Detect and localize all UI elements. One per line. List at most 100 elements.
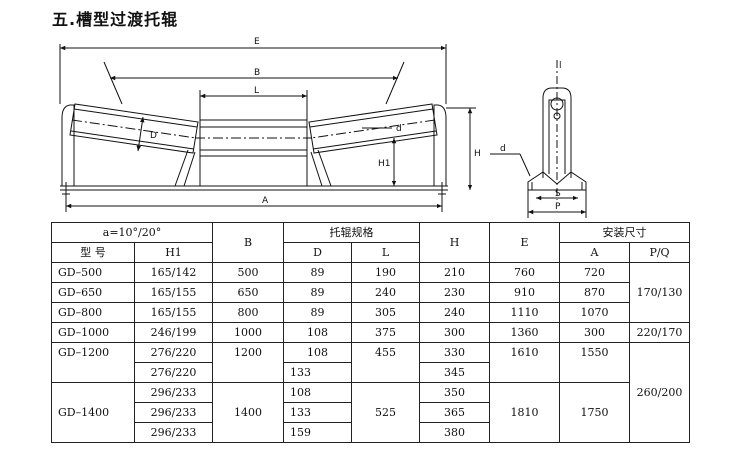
B-cell: 1200 [212,342,285,383]
table-row: GD–1000 246/199 1000 108 375 300 1360 30… [51,322,691,343]
B-cell: 500 [212,262,285,283]
label-P: P [555,202,561,212]
A-cell: 1550 [559,342,631,383]
label-D: D [150,131,157,141]
L-header: L [351,242,421,263]
B-cell: 1400 [212,382,285,443]
label-H: H [474,149,481,159]
L-cell: 375 [351,322,421,343]
model-cell: GD–1200 [51,342,135,383]
D-cell: 159 [283,422,353,443]
model-cell: GD–800 [51,302,135,323]
install-header: 安装尺寸 [559,222,691,243]
H1-cell: 296/233 [133,382,214,403]
H-cell: 345 [419,362,491,383]
D-cell: 108 [283,322,353,343]
H-header: H [419,222,491,263]
D-cell: 108 [283,342,353,363]
H1-cell: 276/220 [133,362,214,383]
E-cell: 1610 [489,342,561,383]
table-row: GD–800 165/155 800 89 305 240 1110 1070 [51,302,690,323]
H1-cell: 165/142 [133,262,214,283]
PQ-cell: 220/170 [629,322,691,343]
H-cell: 380 [419,422,491,443]
D-header: D [283,242,353,263]
B-cell: 650 [212,282,285,303]
model-cell: GD–1400 [51,382,135,443]
label-L: L [254,86,259,96]
H-cell: 210 [419,262,491,283]
angle-header: a=10°/20° [50,222,214,243]
label-E: E [254,37,260,47]
A-cell: 720 [559,262,631,283]
H-cell: 300 [419,322,491,343]
H1-cell: 165/155 [133,282,214,303]
E-cell: 1810 [489,382,561,443]
L-cell: 190 [351,262,421,283]
side-view-labels: l d S P [500,61,562,212]
D-cell: 89 [283,302,353,323]
H-cell: 350 [419,382,491,403]
table-row: GD–1400 296/233 1400 108 525 350 1810 17… [51,382,690,443]
L-cell: 305 [351,302,421,323]
label-l: l [559,61,562,71]
B-cell: 1000 [212,322,285,343]
H-cell: 365 [419,402,491,423]
E-cell: 1360 [489,322,561,343]
roller-spec-header: 托辊规格 [283,222,421,243]
E-cell: 760 [489,262,561,283]
H1-header: H1 [133,242,214,263]
H-cell: 240 [419,302,491,323]
table-row: GD–1200 276/220 1200 108 455 330 1610 15… [51,342,691,443]
A-cell: 1070 [559,302,631,323]
H1-cell: 296/233 [133,422,214,443]
A-cell: 1750 [559,382,631,443]
header-row-2: 型 号 H1 D L A P/Q [51,242,691,263]
front-view-labels: E B L D d H1 H A [150,37,481,206]
H1-cell: 246/199 [133,322,214,343]
model-cell: GD–500 [51,262,135,283]
label-S: S [555,189,561,199]
D-cell: 89 [283,262,353,283]
model-header: 型 号 [51,242,135,263]
D-cell: 89 [283,282,353,303]
table-row: 296/233 159 380 [52,422,690,443]
table-row: GD–500 165/142 500 89 190 210 760 720 17… [51,262,691,323]
H-cell: 330 [419,342,491,363]
A-cell: 870 [559,282,631,303]
H-cell: 230 [419,282,491,303]
PQ-cell: 260/200 [629,342,691,443]
label-A: A [262,196,269,206]
spec-table: a=10°/20° B 托辊规格 H E 安装尺寸 型 号 H1 D L A P… [50,222,691,443]
model-cell: GD–1000 [51,322,135,343]
PQ-cell: 170/130 [629,262,691,323]
L-cell: 525 [351,382,421,443]
H1-cell: 276/220 [133,342,214,363]
E-header: E [489,222,561,263]
L-cell: 455 [351,342,421,383]
PQ-header: P/Q [629,242,691,263]
dimension-D [136,116,145,152]
D-cell: 133 [283,402,353,423]
B-cell: 800 [212,302,285,323]
H1-cell: 296/233 [133,402,214,423]
L-cell: 240 [351,282,421,303]
E-cell: 910 [489,282,561,303]
side-view [490,60,587,218]
page-title: 五.槽型过渡托辊 [52,10,179,29]
D-cell: 133 [283,362,353,383]
header-row-1: a=10°/20° B 托辊规格 H E 安装尺寸 [50,222,691,263]
right-bracket [433,104,447,186]
roller-end-circle [550,97,564,111]
table-row: GD–650 165/155 650 89 240 230 910 870 [51,282,690,303]
label-B: B [254,68,260,78]
A-header: A [559,242,631,263]
right-wing-roller [308,103,438,154]
left-wing-roller [69,103,199,154]
side-bracket [542,87,572,178]
table-row: 296/233 133 365 [52,402,690,423]
D-cell: 108 [283,382,353,403]
B-header: B [212,222,285,263]
left-bracket [61,104,75,186]
conveyor-idler-drawing: E B L D d H1 H A l d S P [59,37,587,218]
